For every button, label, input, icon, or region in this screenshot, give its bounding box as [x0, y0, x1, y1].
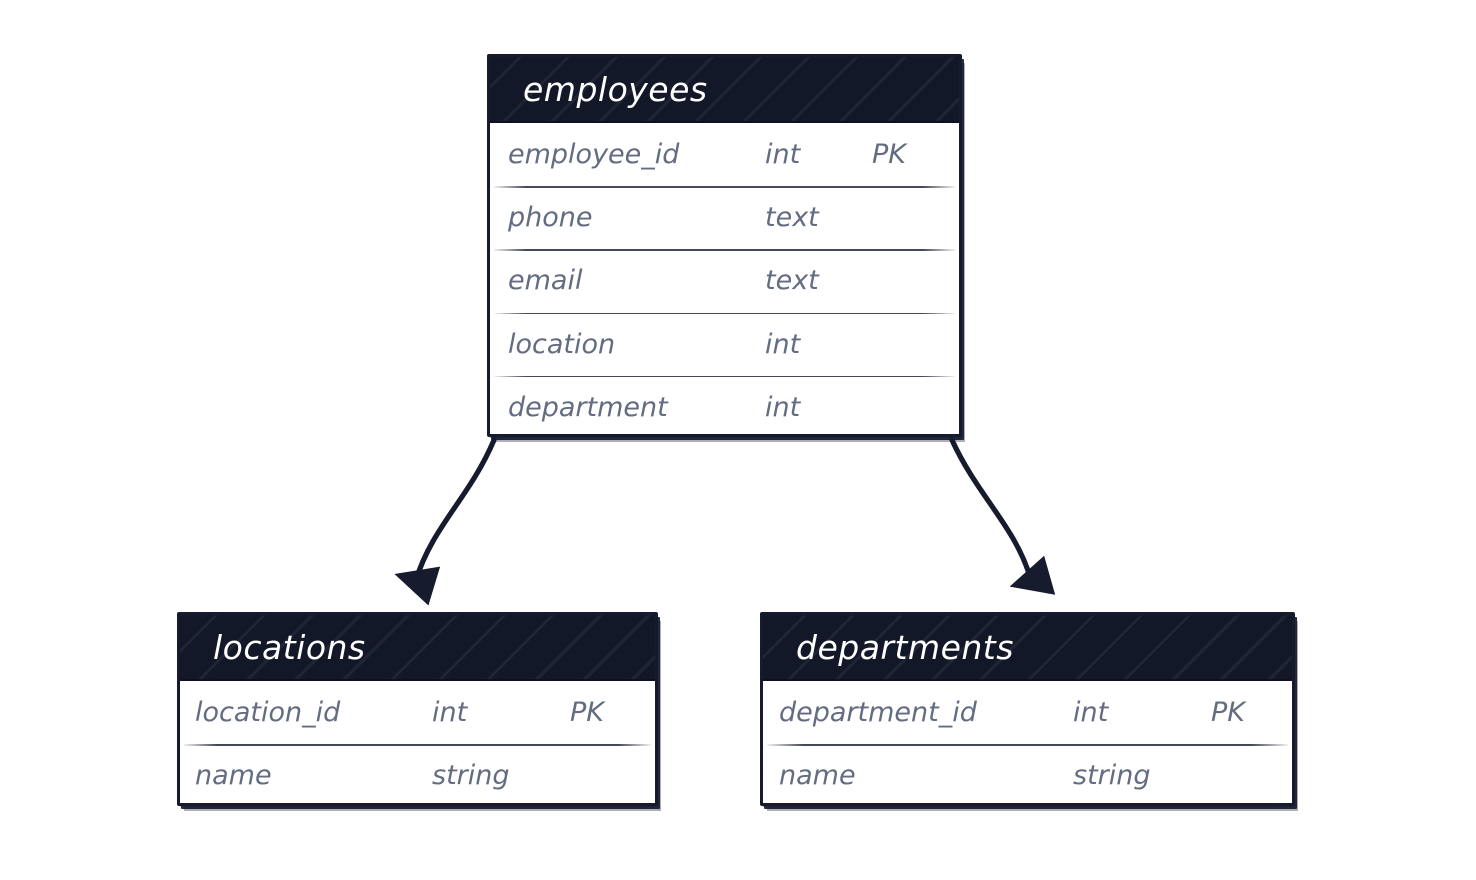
entity-title-employees: employees — [523, 69, 708, 109]
field-type: int — [765, 139, 801, 171]
field-row[interactable]: name string — [763, 744, 1292, 807]
field-type: int — [432, 697, 468, 728]
field-key: PK — [1211, 697, 1245, 728]
entity-table-departments[interactable]: departments department_id int PK name st… — [760, 612, 1295, 807]
relationship-employees-departments — [949, 437, 1056, 595]
field-row[interactable]: email text — [490, 249, 959, 312]
field-name: name — [195, 760, 272, 791]
field-name: department — [508, 391, 668, 423]
field-type: int — [1073, 697, 1109, 728]
field-type: text — [765, 202, 819, 234]
field-key: PK — [570, 697, 604, 728]
entity-header-departments: departments — [763, 615, 1292, 681]
field-name: department_id — [779, 697, 977, 728]
entity-table-employees[interactable]: employees employee_id int PK phone text … — [487, 54, 962, 439]
field-type: string — [1073, 760, 1151, 791]
field-name: location_id — [195, 697, 341, 728]
field-type: int — [765, 391, 801, 423]
field-type: string — [432, 760, 510, 791]
field-row[interactable]: phone text — [490, 186, 959, 249]
field-row[interactable]: name string — [180, 744, 655, 807]
entity-table-locations[interactable]: locations location_id int PK name string — [177, 612, 658, 807]
relationship-employees-locations — [394, 437, 497, 606]
entity-fields-employees: employee_id int PK phone text email text… — [490, 123, 959, 439]
field-name: email — [508, 265, 583, 297]
field-key: PK — [872, 139, 906, 171]
field-row[interactable]: location int — [490, 312, 959, 376]
entity-header-employees: employees — [490, 57, 959, 123]
field-name: location — [508, 328, 616, 360]
field-name: name — [779, 760, 856, 791]
field-name: phone — [508, 202, 593, 234]
field-row[interactable]: department_id int PK — [763, 681, 1292, 744]
field-type: text — [765, 265, 819, 297]
entity-fields-locations: location_id int PK name string — [180, 681, 655, 807]
field-row[interactable]: employee_id int PK — [490, 123, 959, 186]
entity-fields-departments: department_id int PK name string — [763, 681, 1292, 807]
field-row[interactable]: department int — [490, 375, 959, 439]
field-type: int — [765, 328, 801, 360]
field-row[interactable]: location_id int PK — [180, 681, 655, 744]
entity-header-locations: locations — [180, 615, 655, 681]
entity-title-locations: locations — [213, 627, 366, 667]
entity-title-departments: departments — [796, 627, 1014, 667]
field-name: employee_id — [508, 139, 680, 171]
